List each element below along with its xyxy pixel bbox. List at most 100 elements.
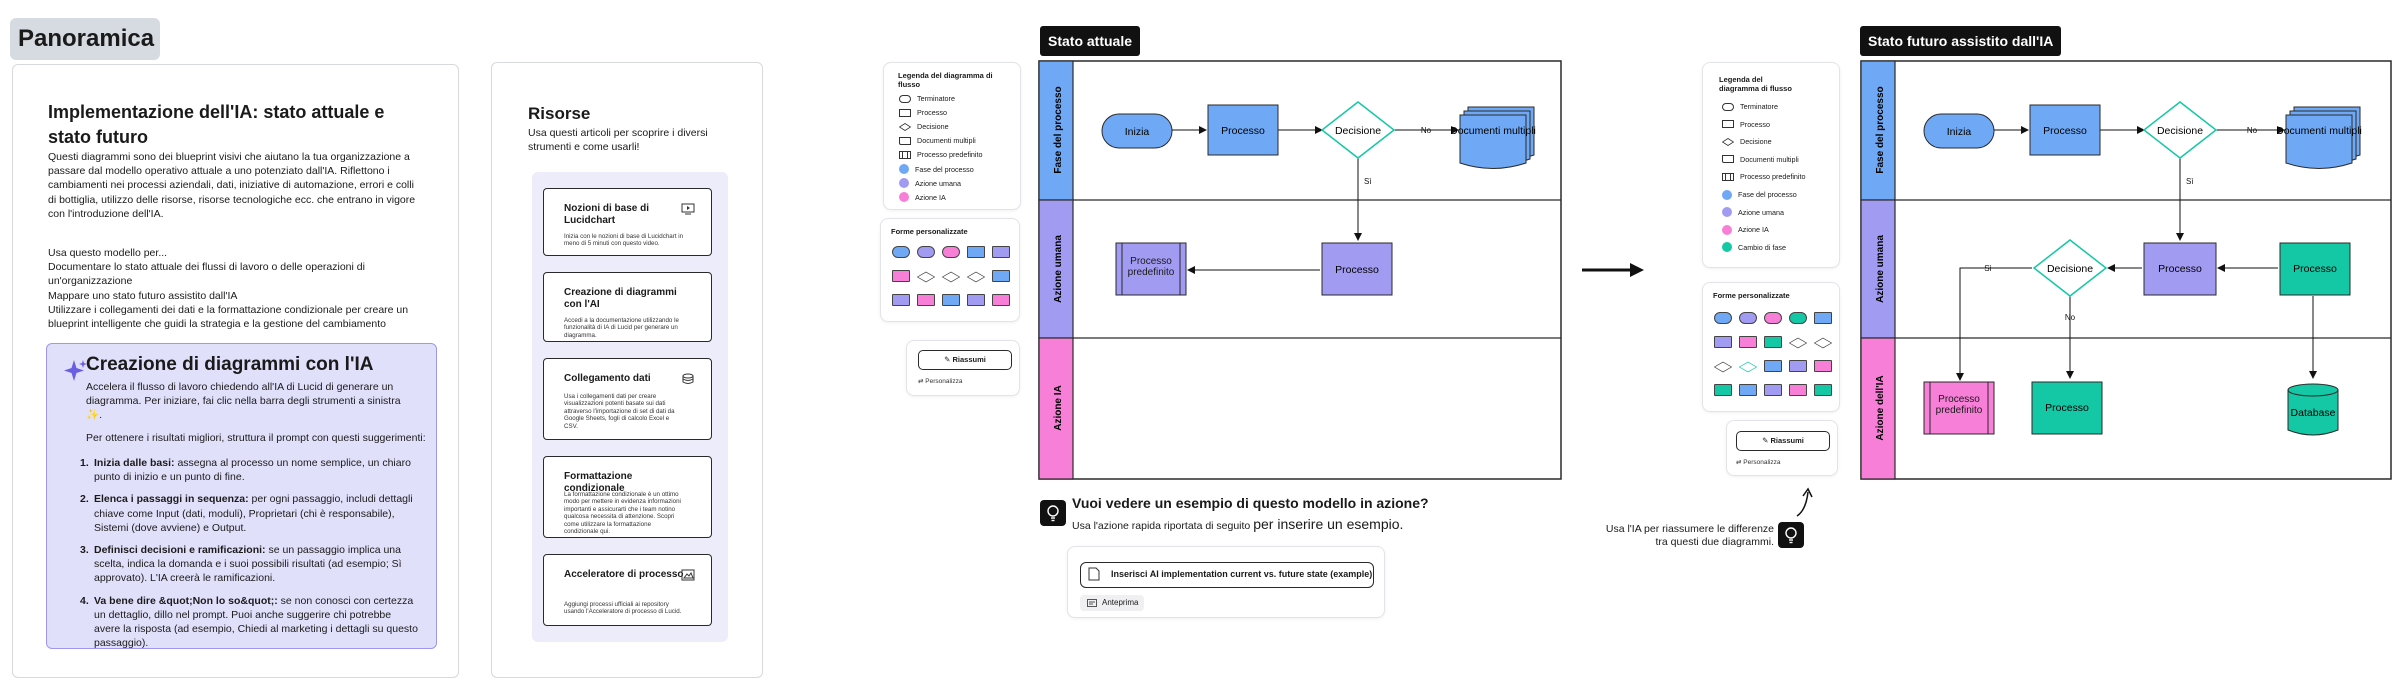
custom-shape-swatch[interactable] [1814,360,1832,372]
intro-body: Questi diagrammi sono dei blueprint visi… [48,151,416,220]
custom-shape-swatch[interactable] [1739,384,1757,396]
insert-example-button[interactable]: Inserisci AI implementation current vs. … [1080,562,1374,588]
custom-shape-swatch[interactable] [1739,336,1757,348]
custom-shape-swatch[interactable] [967,294,985,306]
lane-header-human-action [1038,199,1074,339]
custom-shape-swatch[interactable] [1764,312,1782,324]
summary-tip: Usa l'IA per riassumere le differenze tr… [1605,523,1774,548]
custom-shape-swatch[interactable] [992,246,1010,258]
node-label: Documenti multipli [1450,125,1536,137]
resource-link-conditional-formatting[interactable]: Formattazione condizionale La formattazi… [543,456,712,538]
decision-node[interactable] [1320,101,1396,159]
summarize-button[interactable]: ✎ Riassumi [918,350,1012,370]
custom-shape-swatch[interactable] [1714,336,1732,348]
custom-shape-swatch[interactable] [917,294,935,306]
custom-shape-swatch[interactable] [1764,384,1782,396]
resource-link-data-linking[interactable]: Collegamento dati Usa i collegamenti dat… [543,358,712,440]
custom-shape-swatch[interactable] [1789,384,1807,396]
summarize-button[interactable]: ✎ Riassumi [1736,431,1830,451]
branch-label-no: No [1421,126,1432,135]
custom-shape-swatch[interactable] [1789,360,1807,372]
resource-desc: Accedi a la documentazione utilizzando l… [564,317,679,339]
custom-shape-swatch[interactable] [892,270,910,282]
legend-swatch [899,94,911,103]
resource-link-lucidchart-basics[interactable]: Nozioni di base di Lucidchart Inizia con… [543,188,712,256]
custom-shape-swatch[interactable] [1764,336,1782,348]
legend-swatch [1722,155,1734,163]
custom-shape-swatch[interactable] [966,270,986,283]
use-case-item: Utilizzare i collegamenti dei dati e la … [48,303,409,331]
custom-shape-swatch[interactable] [942,246,960,258]
custom-shape-swatch[interactable] [942,294,960,306]
custom-shape-swatch[interactable] [892,246,910,258]
custom-shape-swatch[interactable] [1814,384,1832,396]
custom-shape-swatch[interactable] [917,246,935,258]
legend-label: Terminatore [917,94,955,103]
decision-node[interactable] [2142,101,2218,159]
ai-card-prompt-hint: Per ottenere i risultati migliori, strut… [86,432,426,444]
list-number: 3. [80,544,89,557]
decision-node[interactable] [2032,239,2108,297]
process-node[interactable] [1321,242,1393,296]
preview-icon [1087,599,1097,607]
customize-link[interactable]: ⇄ Personalizza [918,378,963,385]
custom-shape-swatch[interactable] [1713,360,1733,373]
use-cases-heading: Usa questo modello per... [48,247,168,259]
list-item: 4.Va bene dire &quot;Non lo so&quot;: se… [80,594,420,651]
custom-shape-swatch[interactable] [916,270,936,283]
legend-item: Processo [899,108,947,117]
custom-shape-swatch[interactable] [1788,336,1808,349]
custom-shape-swatch[interactable] [1739,312,1757,324]
multi-document-node[interactable] [1459,106,1535,169]
resource-link-process-accelerator[interactable]: Acceleratore di processo Aggiungi proces… [543,554,712,626]
custom-shape-swatch[interactable] [941,270,961,283]
custom-shape-swatch[interactable] [1814,312,1832,324]
custom-shape-swatch[interactable] [992,294,1010,306]
custom-shape-swatch[interactable] [1738,360,1758,373]
custom-shape-swatch[interactable] [1714,384,1732,396]
node-label: Processo predefinito [1935,394,1983,416]
process-node[interactable] [2279,242,2351,296]
terminator-start[interactable] [1923,113,1995,149]
predefined-process-node[interactable] [1115,242,1187,296]
resource-desc: La formattazione condizionale è un ottim… [564,491,681,536]
legend-swatch [1722,207,1732,217]
terminator-start[interactable] [1101,113,1173,149]
legend-label: Processo [917,108,947,117]
ai-card-intro: Accelera il flusso di lavoro chiedendo a… [86,381,401,421]
legend-swatch [899,136,911,145]
custom-shape-swatch[interactable] [892,294,910,306]
legend-swatch [899,178,909,188]
custom-shape-swatch[interactable] [1764,360,1782,372]
process-node[interactable] [2143,242,2217,296]
process-node[interactable] [2031,381,2103,435]
list-item: 3.Definisci decisioni e ramificazioni: s… [80,543,420,586]
resource-link-ai-diagramming[interactable]: Creazione di diagrammi con l'AI Accedi a… [543,272,712,342]
predefined-process-node[interactable] [1923,381,1995,435]
legend-item: Terminatore [1722,102,1778,111]
process-node[interactable] [1207,104,1279,156]
custom-shape-swatch[interactable] [1813,336,1833,349]
custom-shape-swatch[interactable] [1714,312,1732,324]
legend-label: Processo [1740,119,1770,129]
customize-link[interactable]: ⇄ Personalizza [1736,459,1781,466]
resource-title: Creazione di diagrammi con l'AI [564,287,677,310]
lane-header-ai-action [1860,337,1896,480]
insert-example-label: Inserisci AI implementation current vs. … [1111,569,1373,579]
custom-shape-swatch[interactable] [992,270,1010,282]
node-label: Database [2291,407,2336,419]
database-icon [682,373,694,384]
current-state-diagram: Fase del processo Azione umana Azione IA… [1038,60,1562,480]
legend-label: Documenti multipli [1740,154,1799,164]
legend-title: Legenda del diagramma di flusso [898,71,993,89]
curved-arrow-icon [1796,487,1813,517]
process-node[interactable] [2029,104,2101,156]
lane-label: Azione IA [1053,385,1064,431]
multi-document-node[interactable] [2285,106,2361,169]
tip-text: se non conosci con certezza un dettaglio… [94,594,418,650]
legend-label: Processo predefinito [1740,172,1806,181]
custom-shape-swatch[interactable] [1789,312,1807,324]
database-node[interactable] [2287,383,2339,436]
tip-text: se un passaggio implica una scelta, indi… [94,544,402,585]
custom-shape-swatch[interactable] [967,246,985,258]
